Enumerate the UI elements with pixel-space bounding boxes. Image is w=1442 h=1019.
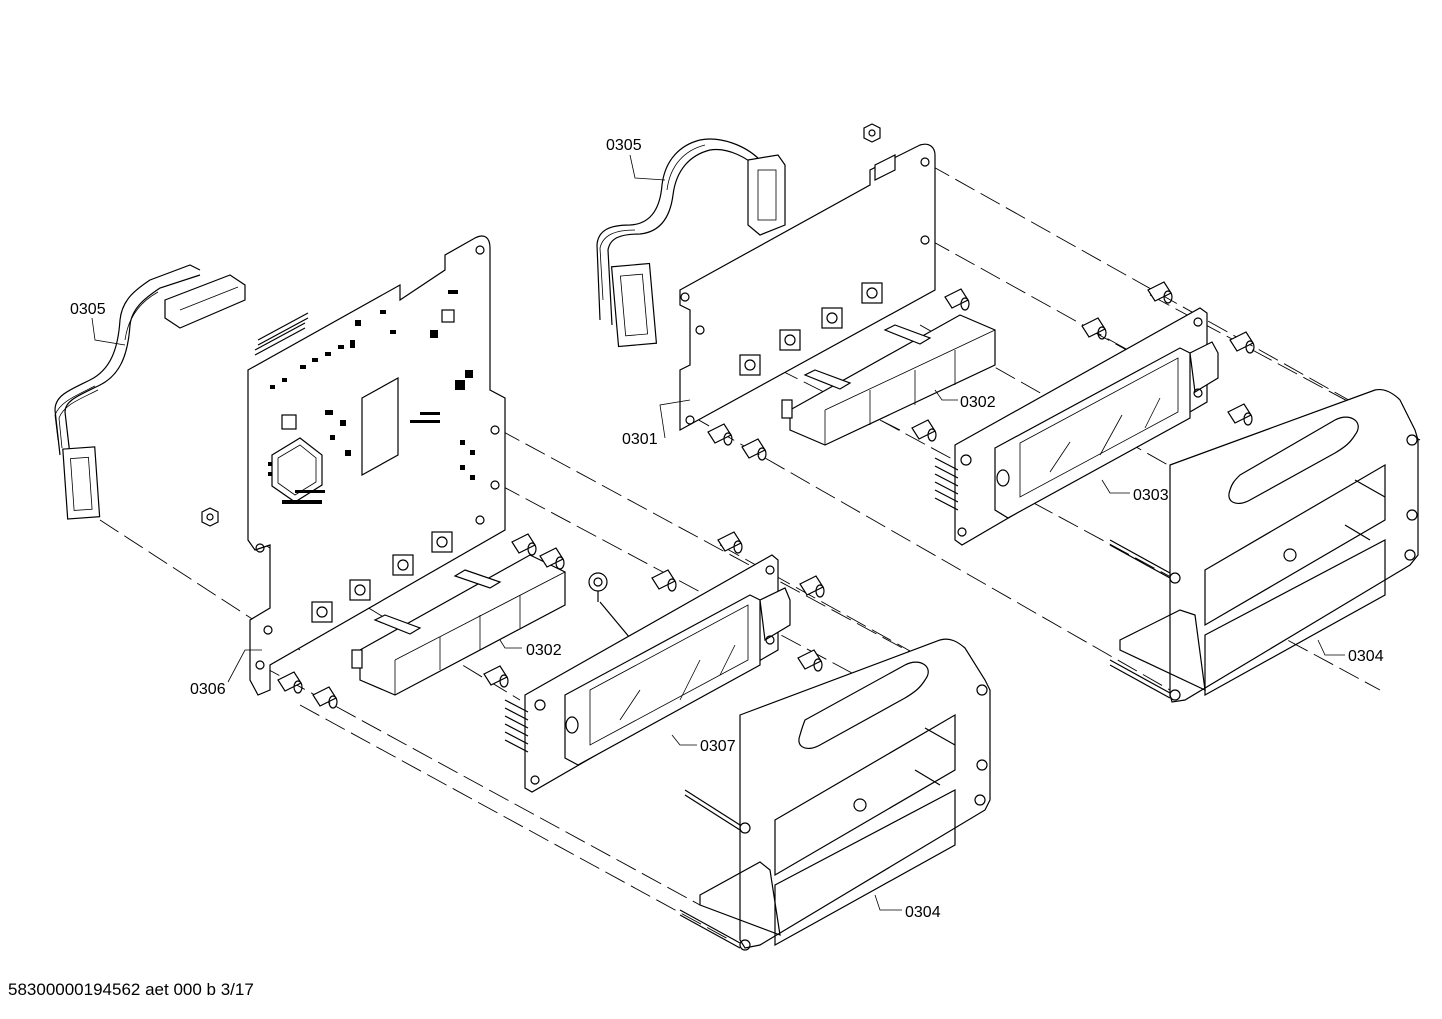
label-display-left: 0307 xyxy=(700,738,736,755)
main-board-left xyxy=(201,235,506,696)
display-left xyxy=(504,554,791,793)
bracket-right xyxy=(1109,388,1419,703)
bracket-left xyxy=(679,638,991,951)
ribbon-cable-right xyxy=(596,138,786,348)
label-display-right: 0303 xyxy=(1133,487,1169,504)
label-cable-left: 0305 xyxy=(70,301,106,318)
drawing-code: 58300000194562 aet 000 b 3/17 xyxy=(8,980,254,999)
main-board-right xyxy=(679,123,936,432)
display-right xyxy=(934,307,1219,546)
ribbon-cable-left xyxy=(54,264,246,520)
label-bracket-left: 0304 xyxy=(905,904,941,921)
keypad-left xyxy=(351,554,641,696)
label-cable-right: 0305 xyxy=(606,137,642,154)
callout-labels: 0305 0305 0301 0306 0302 0302 0307 0303 … xyxy=(70,137,1384,921)
spacers-right xyxy=(707,281,1255,461)
label-keypad-left: 0302 xyxy=(526,642,562,659)
label-bracket-right: 0304 xyxy=(1348,648,1384,665)
label-keypad-right: 0302 xyxy=(960,394,996,411)
leader-lines xyxy=(91,154,1345,911)
label-board-right: 0301 xyxy=(622,431,658,448)
spacers-left xyxy=(277,531,825,709)
label-board-left: 0306 xyxy=(190,681,226,698)
keypad-right xyxy=(781,314,996,446)
